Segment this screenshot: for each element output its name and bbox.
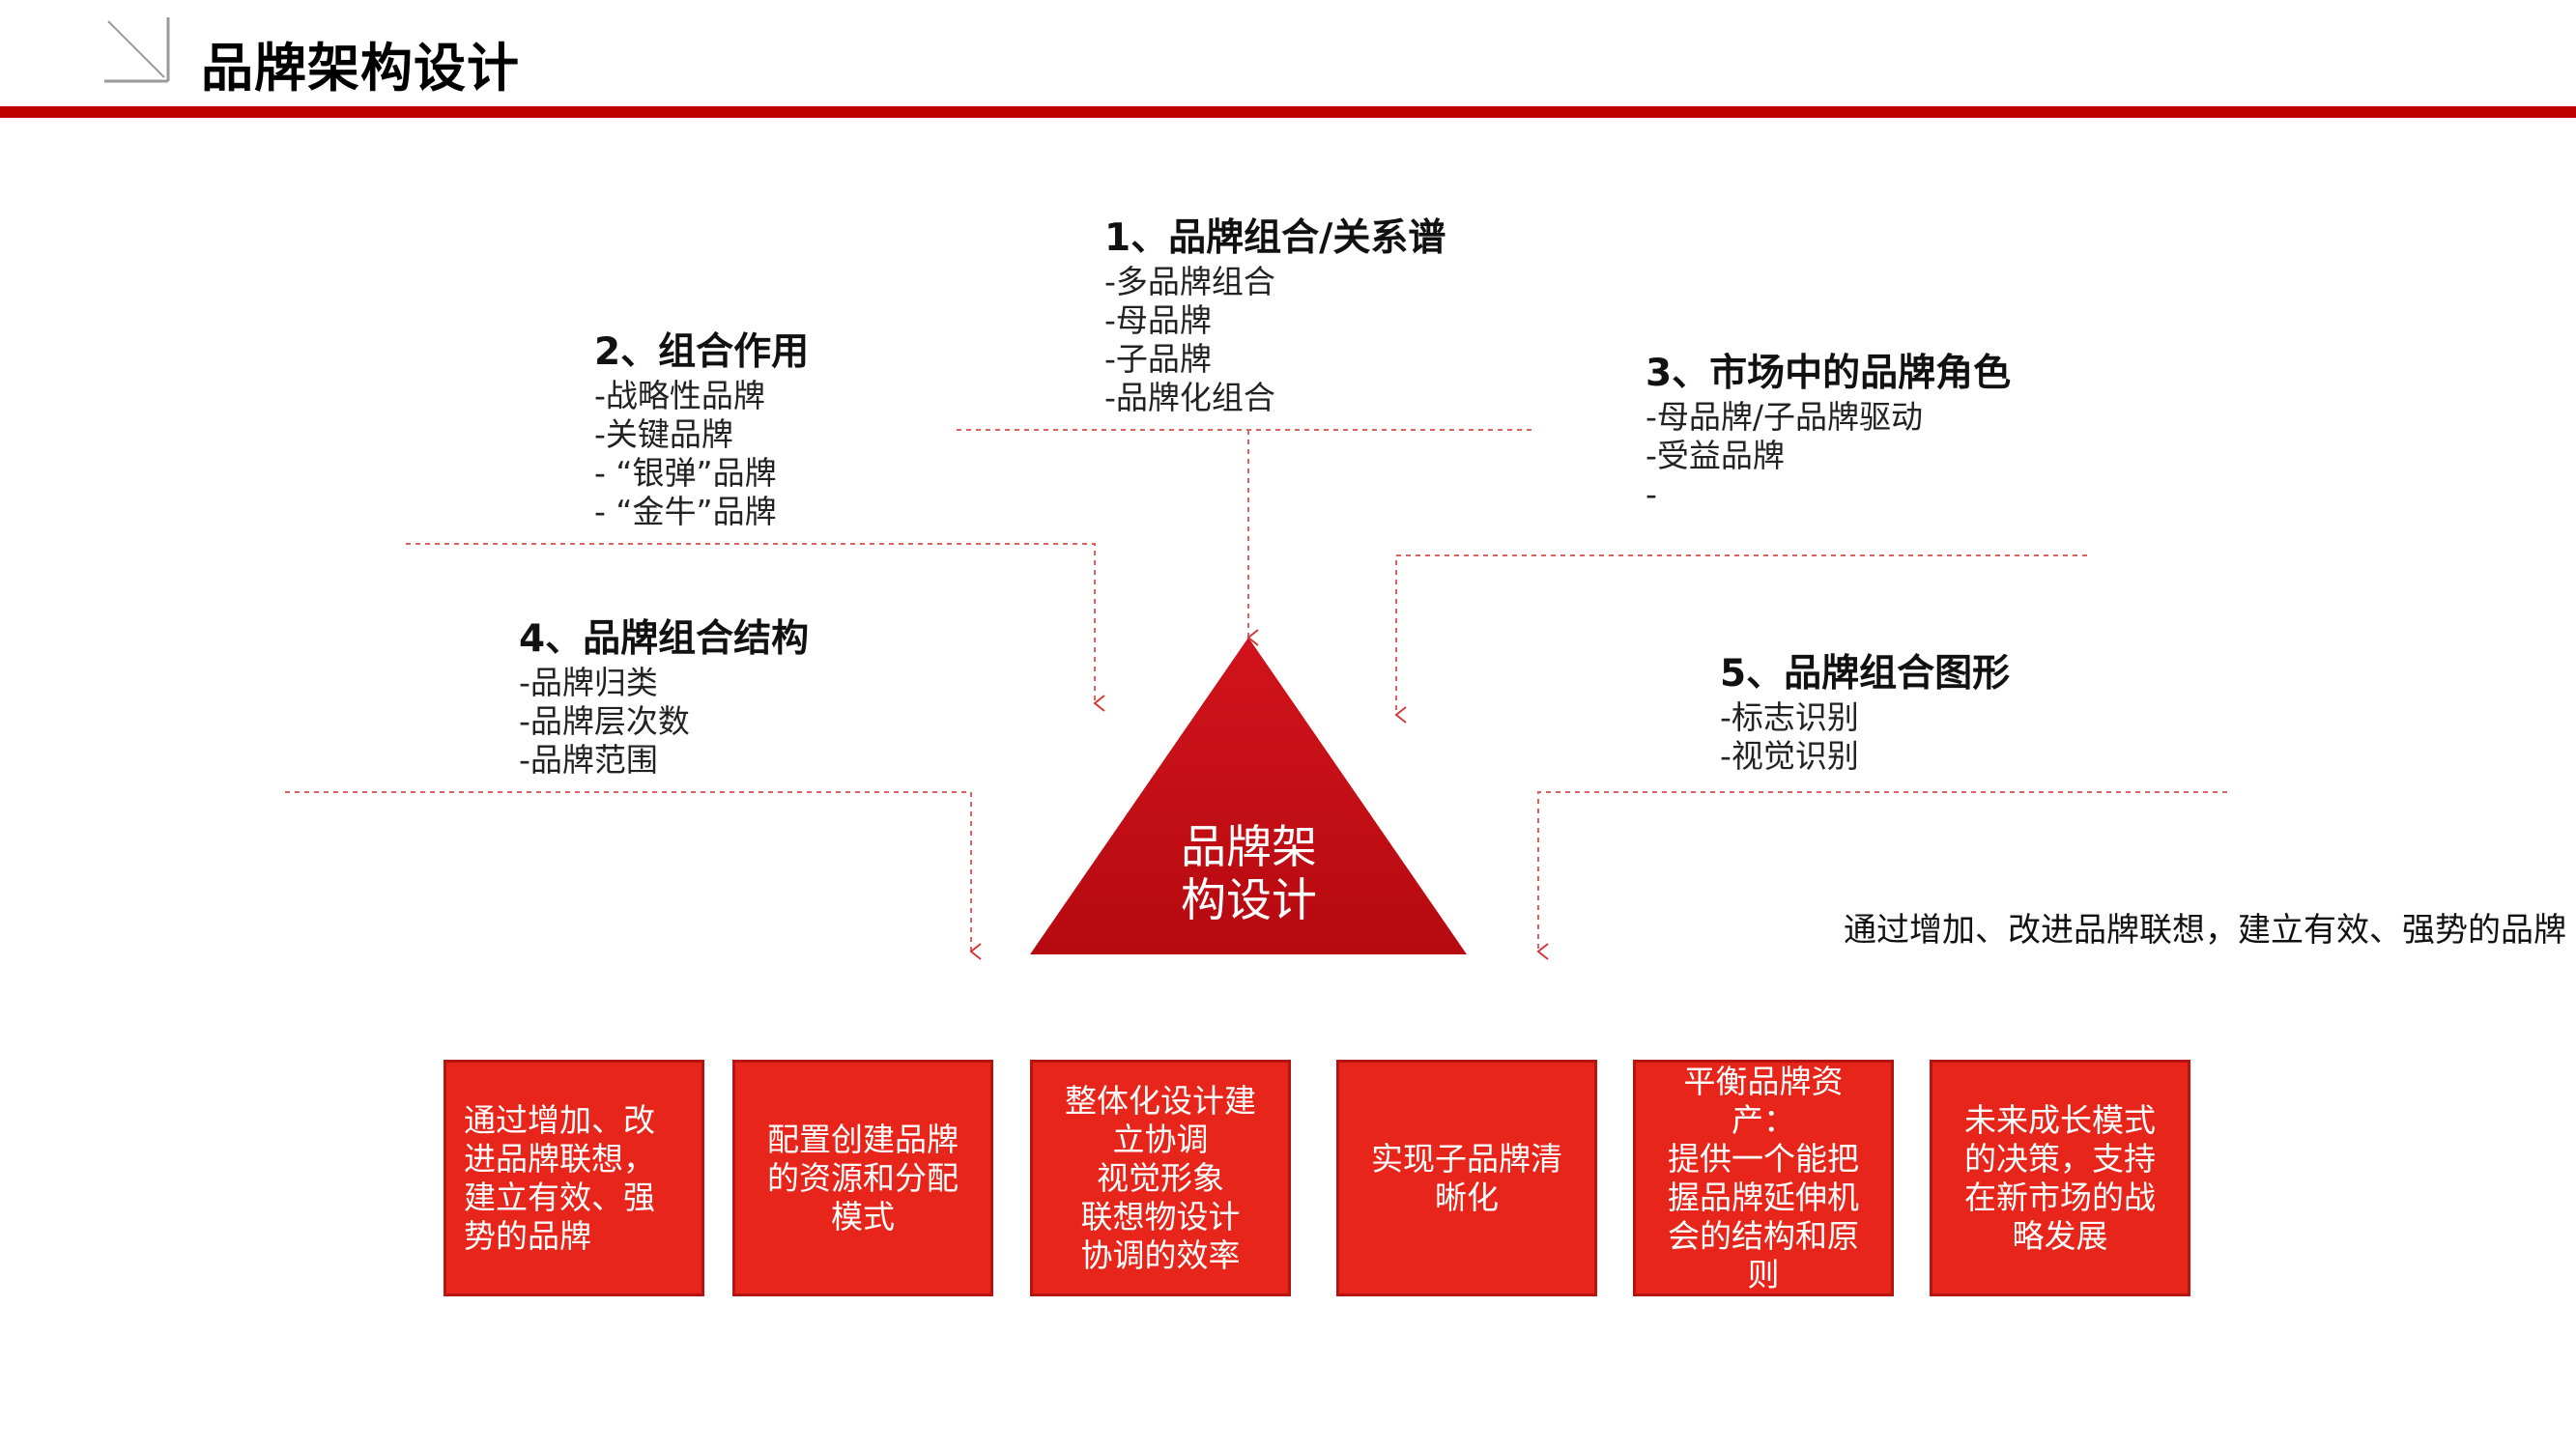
connector-4 [285,791,982,960]
objective-box: 平衡品牌资产： 提供一个能把 握品牌延伸机 会的结构和原 则 [1633,1060,1894,1296]
block-portfolio-graphics: 5、品牌组合图形 -标志识别 -视觉识别 [1720,650,2010,776]
objective-text: 通过增加、改 进品牌联想， 建立有效、强 势的品牌 [464,1100,655,1255]
block-heading: 1、品牌组合/关系谱 [1104,216,1446,260]
block-portfolio-roles: 2、组合作用 -战略性品牌 -关键品牌 - “银弹”品牌 - “金牛”品牌 [594,328,809,531]
header-divider [0,106,2576,118]
block-item: -品牌归类 [519,664,658,701]
pyramid-label: 品牌架 构设计 [1181,821,1317,927]
block-heading: 3、市场中的品牌角色 [1646,352,2012,395]
objective-text: 平衡品牌资产： 提供一个能把 握品牌延伸机 会的结构和原 则 [1668,1062,1859,1293]
block-item: -品牌化组合 [1104,379,1275,416]
block-heading: 5、品牌组合图形 [1720,652,2011,696]
block-item: -品牌范围 [519,741,658,779]
tagline: 通过增加、改进品牌联想，建立有效、强势的品牌 [1844,911,2566,950]
block-heading: 2、组合作用 [594,330,810,374]
objective-box: 未来成长模式 的决策，支持 在新市场的战 略发展 [1930,1060,2190,1296]
block-items: -多品牌组合 -母品牌 -子品牌 -品牌化组合 [1104,263,1445,417]
block-portfolio-spectrum: 1、品牌组合/关系谱 -多品牌组合 -母品牌 -子品牌 -品牌化组合 [1104,214,1445,417]
block-item: - “金牛”品牌 [594,493,777,530]
block-item: -多品牌组合 [1104,263,1275,300]
block-item: -视觉识别 [1720,737,1859,775]
connector-5 [1536,791,2227,960]
objective-text: 整体化设计建 立协调 视觉形象 联想物设计 协调的效率 [1065,1081,1256,1274]
block-market-roles: 3、市场中的品牌角色 -母品牌/子品牌驱动 -受益品牌 - [1646,350,2011,514]
objective-box: 整体化设计建 立协调 视觉形象 联想物设计 协调的效率 [1030,1060,1291,1296]
objective-box: 配置创建品牌 的资源和分配 模式 [732,1060,993,1296]
page-title: 品牌架构设计 [201,38,520,99]
objective-text: 配置创建品牌 的资源和分配 模式 [767,1120,959,1236]
connector-2 [406,543,1105,712]
block-items: -战略性品牌 -关键品牌 - “银弹”品牌 - “金牛”品牌 [594,377,809,531]
block-portfolio-structure: 4、品牌组合结构 -品牌归类 -品牌层次数 -品牌范围 [519,615,809,780]
corner-arrow-icon [104,17,170,83]
block-item: -战略性品牌 [594,377,765,414]
block-item: - [1646,475,1657,513]
block-item: -母品牌 [1104,301,1212,339]
brand-pyramid [1030,638,1467,954]
block-items: -品牌归类 -品牌层次数 -品牌范围 [519,664,809,780]
block-item: -标志识别 [1720,698,1859,736]
objective-text: 未来成长模式 的决策，支持 在新市场的战 略发展 [1964,1100,2156,1255]
objective-box: 实现子品牌清 晰化 [1336,1060,1597,1296]
objective-text: 实现子品牌清 晰化 [1371,1139,1562,1216]
objective-box: 通过增加、改 进品牌联想， 建立有效、强 势的品牌 [444,1060,704,1296]
block-item: -母品牌/子品牌驱动 [1646,398,1924,436]
connector-3 [1394,554,2087,724]
block-item: - “银弹”品牌 [594,454,777,492]
block-item: -品牌层次数 [519,702,690,740]
block-heading: 4、品牌组合结构 [519,617,810,661]
block-item: -子品牌 [1104,340,1212,378]
block-items: -标志识别 -视觉识别 [1720,698,2010,776]
block-item: -受益品牌 [1646,437,1785,474]
block-item: -关键品牌 [594,415,733,453]
block-items: -母品牌/子品牌驱动 -受益品牌 - [1646,398,2011,514]
